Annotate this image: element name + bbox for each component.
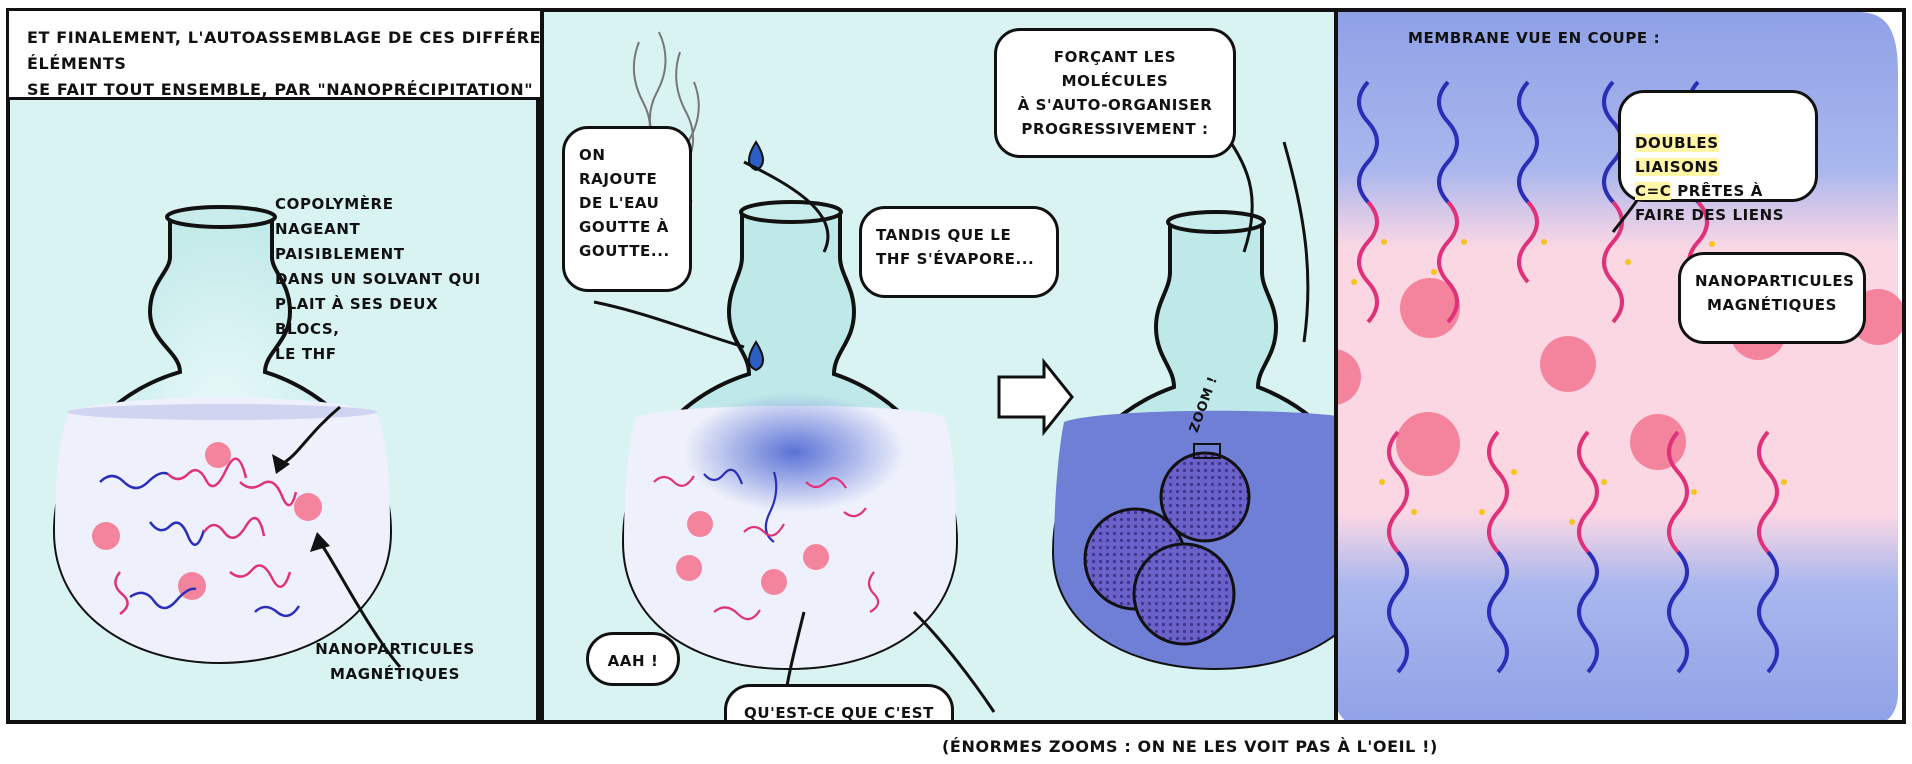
panel-3: Membrane vue en coupe : Doubles liaisons… <box>1334 8 1906 724</box>
bubble-horror: Qu'est-ce que c'est que cette horreur ?! <box>724 684 954 724</box>
copolymer-label: Copolymère nageant paisiblement dans un … <box>275 192 495 367</box>
membrane-title: Membrane vue en coupe : <box>1408 26 1688 51</box>
vesicle <box>1134 544 1234 644</box>
cc-label: C=C <box>1635 182 1671 200</box>
nanoparticles-label-1: Nanoparticules magnétiques <box>300 637 490 687</box>
right-arrow-icon <box>999 362 1072 432</box>
panel-1: Copolymère nageant paisiblement dans un … <box>6 8 540 724</box>
bubble-double-bonds: Doubles liaisonsC=C prêtes à faire des l… <box>1618 90 1818 202</box>
bubble-water: On rajoute de l'eau goutte à goutte... <box>562 126 692 292</box>
footnote: (Énormes zooms : on ne les voit pas à l'… <box>830 734 1550 759</box>
bubble-aah: Aah ! <box>586 632 680 686</box>
bubble-force: Forçant les molécules à s'auto-organiser… <box>994 28 1236 158</box>
flask-1-illustration <box>10 12 540 724</box>
bubble-nanoparticles: Nanoparticules magnétiques <box>1678 252 1866 344</box>
bubble-thf: Tandis que le THF s'évapore... <box>859 206 1059 298</box>
double-bonds-label: Doubles liaisons <box>1635 134 1719 176</box>
vesicle <box>1161 453 1249 541</box>
panel-2: On rajoute de l'eau goutte à goutte... T… <box>540 8 1340 724</box>
